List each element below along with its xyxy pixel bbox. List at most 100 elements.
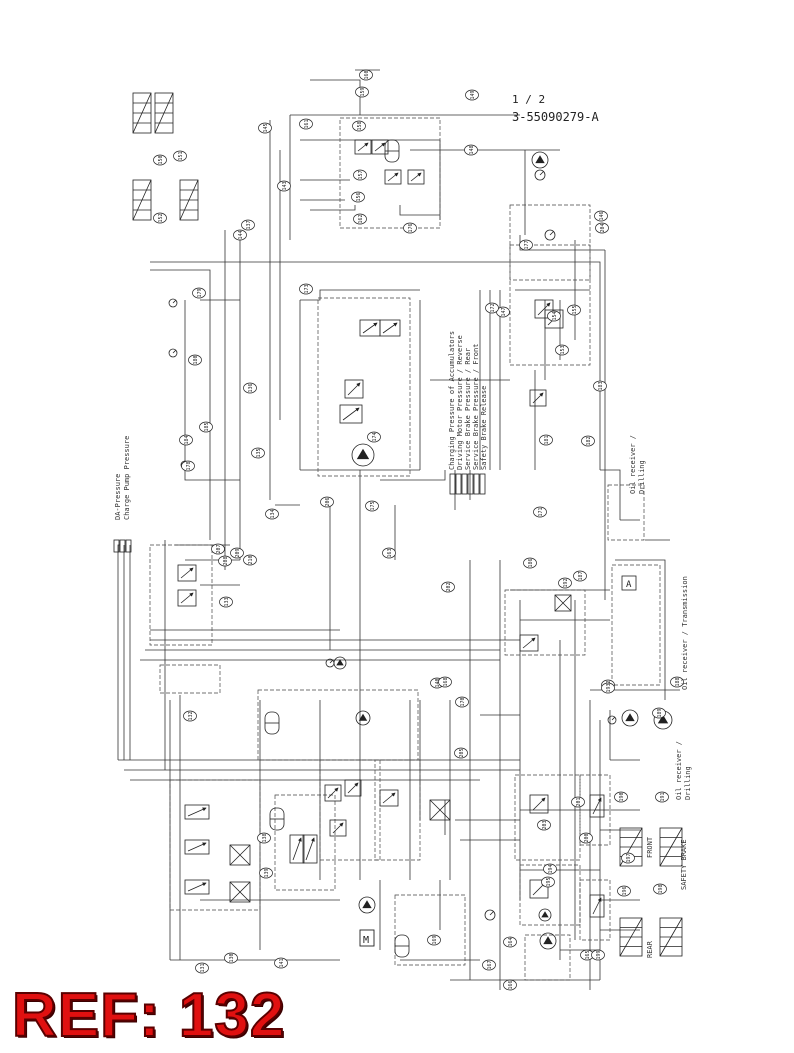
motor-m: M	[359, 929, 375, 947]
reference-tag: 184	[179, 434, 193, 446]
valve-block	[519, 634, 539, 652]
valve-block	[371, 139, 389, 155]
oil-receiver-transmission-label: Oil receiver / Transmission	[681, 576, 689, 690]
reference-tag: 201	[571, 796, 585, 808]
reference-tag-number: 203	[542, 820, 548, 829]
solenoid-coil	[132, 92, 152, 134]
reference-tag: 175	[365, 500, 379, 512]
solenoid-coil	[154, 92, 174, 134]
ref-stamp: REF: 132	[11, 981, 286, 1050]
reference-tag-number: 133	[224, 597, 230, 606]
reference-tag-number: 199	[596, 950, 602, 959]
reference-tag-number: 201	[576, 797, 582, 806]
pressure-legend: Charging Pressure of Accumulators Drivin…	[448, 331, 488, 470]
reference-tag: 210	[243, 554, 257, 566]
hydraulic-line	[150, 269, 211, 540]
reference-tag-number: 198	[658, 884, 664, 893]
reference-tag: 153	[555, 344, 569, 356]
reference-tag: 202	[441, 581, 455, 593]
pump-symbol	[358, 896, 376, 914]
reference-tag: 135	[251, 447, 265, 459]
reference-tag: 190	[614, 791, 628, 803]
reference-tag-number: 134	[270, 509, 276, 518]
reference-tag-number: 159	[360, 87, 366, 96]
cross-valve	[229, 844, 251, 866]
reference-tag-number: 190	[619, 792, 625, 801]
component-boundary	[514, 774, 581, 861]
reference-tag-number: 187	[578, 571, 584, 580]
reference-tag: 191	[655, 791, 669, 803]
svg-text:Drilling: Drilling	[684, 766, 692, 800]
reference-tag-number: 146	[599, 211, 605, 220]
reference-tag-number: 135	[256, 448, 262, 457]
reference-tag-number: 150	[158, 155, 164, 164]
reference-tag-number: 149	[470, 90, 476, 99]
reference-tag: 159	[355, 86, 369, 98]
reference-tag: 141	[274, 957, 288, 969]
reference-tag: 167	[482, 959, 496, 971]
hydraulic-line	[310, 205, 356, 211]
component-boundary	[509, 204, 591, 281]
reference-tag-number: 147	[501, 307, 507, 316]
reference-tag-number: 148	[469, 145, 475, 154]
svg-text:Oil receiver / Transmission: Oil receiver / Transmission	[681, 576, 689, 690]
reference-tag-number: 137	[246, 220, 252, 229]
reference-tag-number: 208	[223, 556, 229, 565]
reference-tag: 157	[353, 169, 367, 181]
reference-tag: 208	[218, 555, 232, 567]
gauge-symbol	[484, 909, 496, 921]
reference-tag: 181	[539, 434, 553, 446]
valve-block	[339, 404, 363, 424]
reference-tag-number: 166	[508, 980, 514, 989]
reference-tag: 161	[299, 118, 313, 130]
front-label: FRONT	[646, 836, 654, 858]
reference-tag: 152	[153, 212, 167, 224]
svg-text:Charge Pump Pressure: Charge Pump Pressure	[123, 436, 131, 520]
hydraulic-line	[117, 544, 120, 760]
valve-block	[379, 319, 401, 337]
component-boundary	[319, 759, 381, 861]
valve-block	[384, 169, 402, 185]
component-boundary	[524, 934, 571, 981]
reference-tag-number: 131	[200, 963, 206, 972]
hydraulic-line	[150, 261, 601, 470]
valve-block	[302, 834, 318, 864]
reference-tag-number: 161	[304, 119, 310, 128]
hydraulic-line	[300, 289, 420, 301]
reference-tag-number: 144	[238, 230, 244, 239]
pump-symbol	[531, 151, 549, 169]
reference-tag-number: 197	[626, 853, 632, 862]
hydraulic-line	[310, 79, 361, 115]
valve-block	[177, 564, 197, 582]
reference-tag: 156	[351, 191, 365, 203]
reference-tag-number: 174	[372, 432, 378, 441]
reference-tag: 196	[617, 885, 631, 897]
gauge-symbol	[544, 229, 556, 241]
reference-tag-number: 140	[435, 678, 441, 687]
valve-block	[534, 299, 554, 319]
reference-tag-number: 205	[459, 748, 465, 757]
reference-tag: 138	[257, 832, 271, 844]
valve-block	[589, 794, 605, 818]
svg-text:A: A	[626, 580, 632, 590]
valve-block	[529, 389, 547, 407]
solenoid-coil	[619, 917, 643, 957]
oil-receiver-drilling-mid-label: Oil receiver / Drilling	[675, 741, 692, 800]
reference-tag-number: 204	[600, 223, 606, 232]
valve-block	[407, 169, 425, 185]
valve-block	[289, 834, 305, 864]
component-boundary	[339, 117, 441, 229]
component-boundary	[159, 664, 221, 694]
reference-tag-number: 160	[364, 70, 370, 79]
reference-tag: 132	[183, 710, 197, 722]
solenoid-coil	[659, 827, 683, 867]
reference-tag: 188	[670, 676, 684, 688]
accumulator-symbol	[394, 934, 410, 958]
safety-brake-label: SAFETY BRAKE	[680, 839, 688, 890]
reference-tag-number: 177	[524, 240, 530, 249]
svg-text:Drilling: Drilling	[638, 460, 646, 494]
pump-symbol	[538, 908, 552, 922]
reference-tag: 177	[519, 239, 533, 251]
gauge-symbol	[168, 348, 178, 358]
